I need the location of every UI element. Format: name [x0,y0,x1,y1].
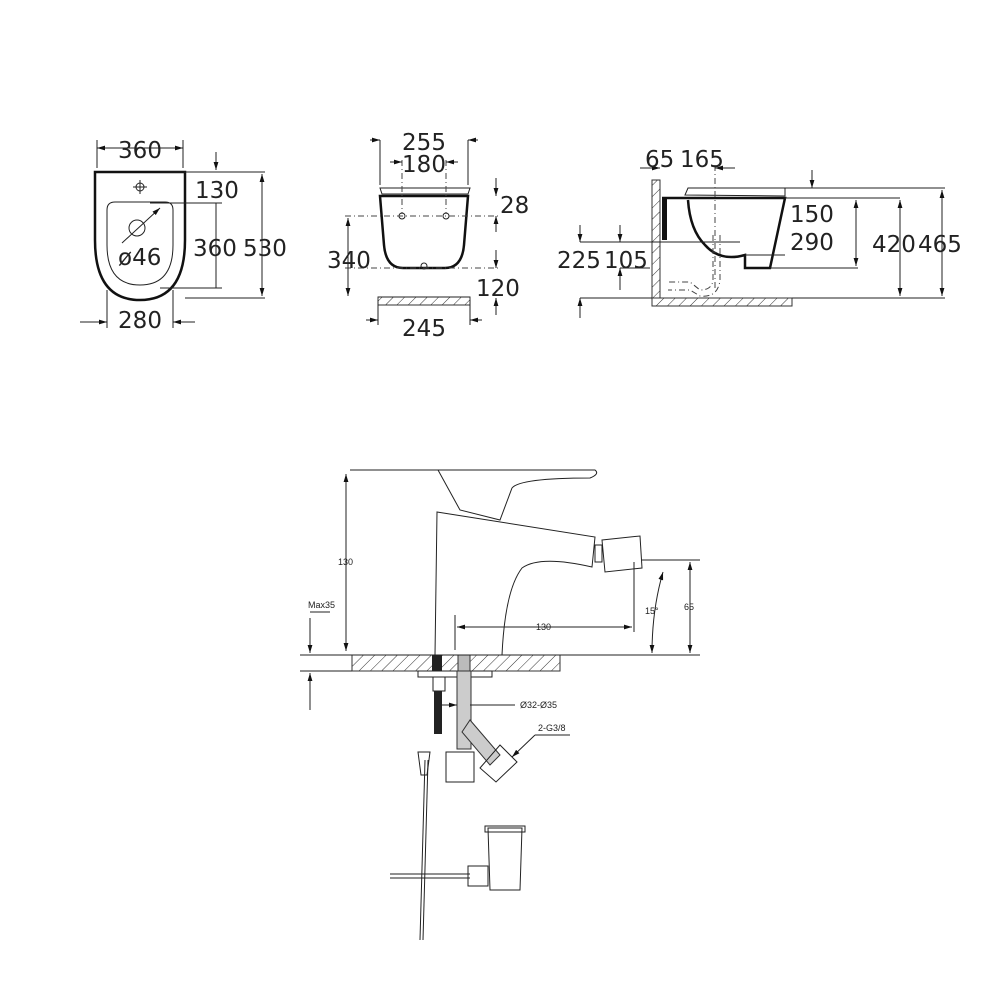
dim-spout-angle: 15° [645,606,659,616]
dim-waste-height: 105 [604,248,648,274]
faucet-drawing: 130 Max35 130 15° 65 Ø32-Ø35 2-G3/8 [300,469,700,941]
dim-bowl-depth: 150 [790,202,834,228]
dim-drain-distance: 165 [680,147,724,173]
drain-hole-icon [128,219,146,237]
dim-supply-height: 225 [557,248,601,274]
dim-tap-offset: 130 [195,178,239,204]
bidet-top-view: 360 130 360 530 ø46 280 [80,138,287,334]
dim-front-bottom-width: 245 [402,316,446,342]
dim-connections: 2-G3/8 [538,723,566,733]
dim-top-width: 360 [118,138,162,164]
dim-wall-offset: 65 [645,147,674,173]
dim-total-height: 465 [918,232,962,258]
dim-bowl-length: 360 [193,236,237,262]
tap-hole-icon [133,180,147,194]
bidet-side-view: 65 165 150 290 225 105 420 465 [557,147,962,318]
dim-front-top-width: 255 [402,130,446,156]
dim-drain-height: 120 [476,276,520,302]
dim-max-deck: Max35 [308,600,335,610]
dim-drain-level: 290 [790,230,834,256]
dim-fixing-spacing: 180 [402,152,446,178]
dim-total-length: 530 [243,236,287,262]
dim-hole-diameter: Ø32-Ø35 [520,700,557,710]
dim-drain-diameter: ø46 [118,245,161,271]
dim-fixing-height: 340 [327,248,371,274]
bidet-front-view: 255 180 28 340 120 245 [327,130,529,342]
dim-fixing-offset: 28 [500,193,529,219]
dim-faucet-height: 130 [338,557,353,567]
dim-bottom-width: 280 [118,308,162,334]
dim-spout-height: 65 [684,602,694,612]
dim-spout-reach: 130 [536,622,551,632]
dim-rim-height: 420 [872,232,916,258]
